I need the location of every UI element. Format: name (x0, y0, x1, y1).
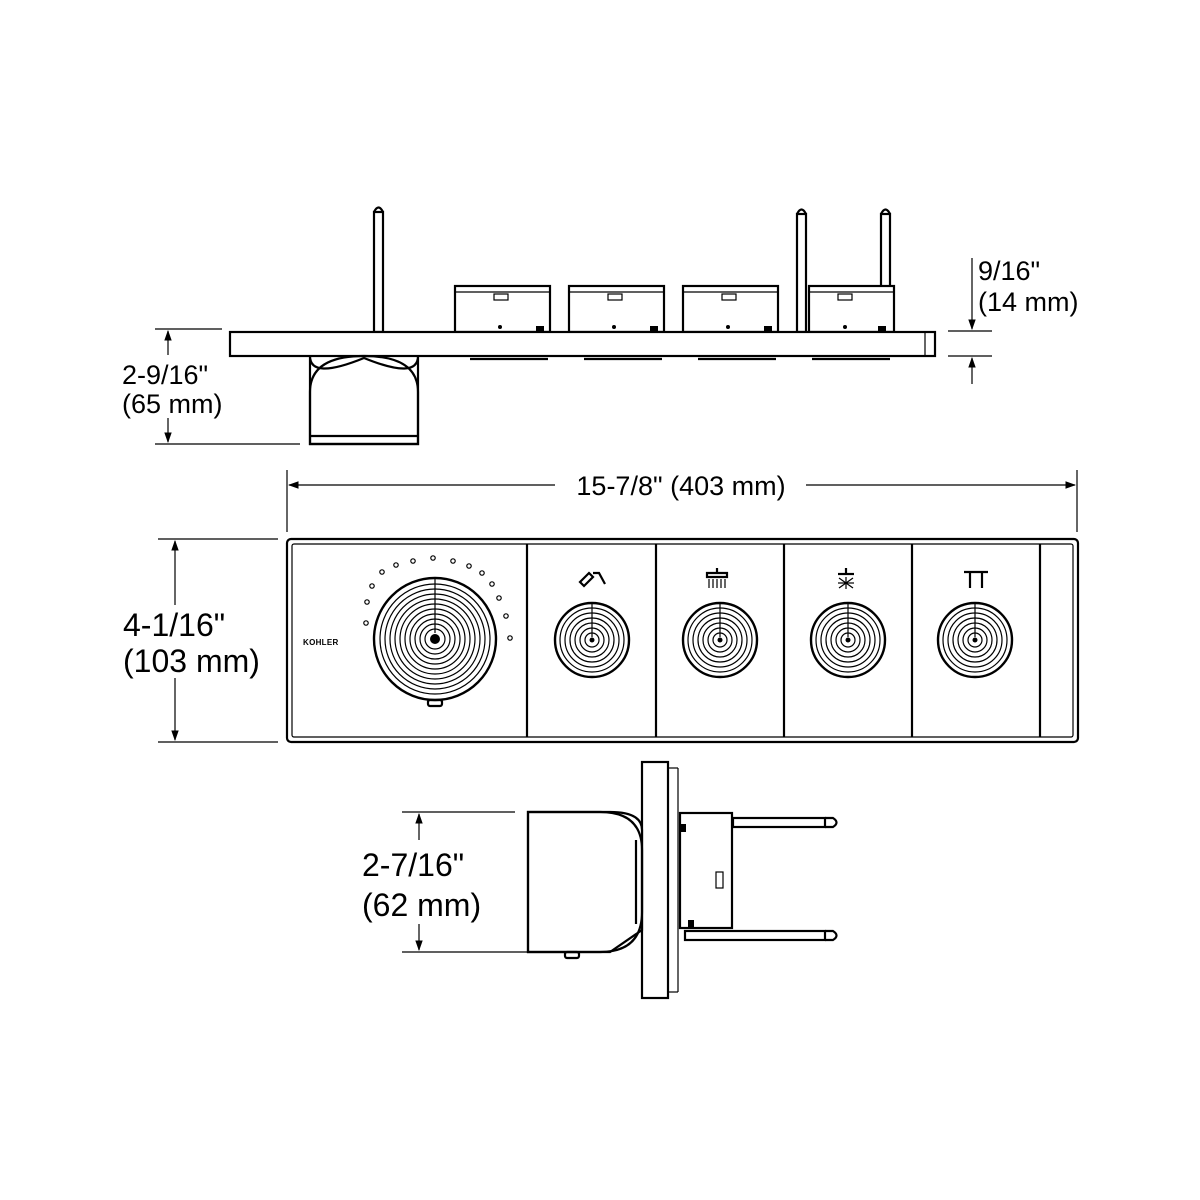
valve-box-2 (567, 284, 666, 334)
valve-box-3 (681, 284, 780, 334)
depth-metric: (65 mm) (122, 389, 223, 419)
dimension-height: 4-1/16" (103 mm) (123, 538, 278, 743)
front-view: KOHLER (285, 537, 1080, 744)
plate-side (228, 330, 937, 358)
dimension-depth: 2-9/16" (65 mm) (122, 328, 300, 445)
diverter-knob-3[interactable] (809, 601, 887, 679)
side-rod-bottom (683, 929, 838, 942)
dimension-plate-thickness: 9/16" (14 mm) (948, 256, 1079, 384)
diverter-knob-1[interactable] (553, 601, 631, 679)
brand-logo: KOHLER (303, 638, 339, 647)
height-metric: (103 mm) (123, 643, 260, 679)
diverter-knob-4[interactable] (936, 601, 1014, 679)
dimension-width: 15-7/8" (403 mm) (286, 470, 1078, 532)
side-knob (526, 810, 644, 960)
width-text: 15-7/8" (403 mm) (576, 471, 785, 501)
thickness-imperial: 9/16" (978, 256, 1040, 286)
valve-box-4 (807, 284, 896, 334)
body-spray-icon (838, 568, 854, 589)
side-faceplate (640, 760, 670, 1000)
rain-showerhead-icon (705, 568, 729, 588)
knob-depth-metric: (62 mm) (362, 887, 481, 923)
temperature-scale-dots (363, 555, 513, 641)
diverter-knob-2[interactable] (681, 601, 759, 679)
rod-right-a (795, 208, 808, 334)
rod-left (372, 206, 385, 334)
height-imperial: 4-1/16" (123, 607, 225, 643)
side-view (526, 760, 838, 1000)
thickness-metric: (14 mm) (978, 287, 1079, 317)
side-rod-top (731, 816, 838, 829)
thermostat-knob-side (308, 354, 420, 446)
dimension-knob-depth: 2-7/16" (62 mm) (362, 811, 550, 953)
thermostat-knob[interactable] (372, 576, 498, 708)
depth-imperial: 2-9/16" (122, 360, 208, 390)
tub-spout-icon (964, 570, 988, 588)
top-view (228, 206, 937, 446)
handshower-icon (578, 571, 606, 588)
valve-box-1 (453, 284, 552, 334)
knob-depth-imperial: 2-7/16" (362, 847, 464, 883)
